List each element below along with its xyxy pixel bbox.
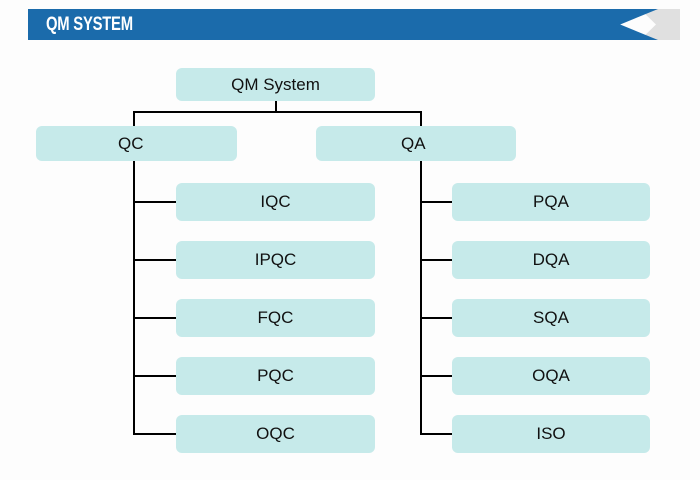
connector-elbow-oqc xyxy=(133,433,177,435)
connector-elbow-pqa xyxy=(420,201,453,203)
title-ribbon: QM SYSTEM xyxy=(28,9,680,40)
connector-root-stem xyxy=(275,101,277,113)
node-fqc[interactable]: FQC xyxy=(176,299,375,337)
connector-elbow-oqa xyxy=(420,375,453,377)
connector-elbow-pqc xyxy=(133,375,177,377)
connector-elbow-sqa xyxy=(420,317,453,319)
node-dqa[interactable]: DQA xyxy=(452,241,650,279)
connector-trunk-qc xyxy=(133,161,135,435)
connector-spine xyxy=(133,111,422,113)
connector-elbow-dqa xyxy=(420,259,453,261)
node-sqa[interactable]: SQA xyxy=(452,299,650,337)
ribbon-bar-shape xyxy=(28,9,658,40)
node-root[interactable]: QM System xyxy=(176,68,375,101)
node-pqa[interactable]: PQA xyxy=(452,183,650,221)
node-oqa[interactable]: OQA xyxy=(452,357,650,395)
node-qc[interactable]: QC xyxy=(36,126,237,161)
connector-elbow-iso xyxy=(420,433,453,435)
connector-elbow-fqc xyxy=(133,317,177,319)
connector-drop-qc xyxy=(133,111,135,127)
connector-elbow-iqc xyxy=(133,201,177,203)
connector-drop-qa xyxy=(420,111,422,127)
node-oqc[interactable]: OQC xyxy=(176,415,375,453)
connector-trunk-qa xyxy=(420,161,422,435)
node-pqc[interactable]: PQC xyxy=(176,357,375,395)
node-qa[interactable]: QA xyxy=(316,126,516,161)
page-title: QM SYSTEM xyxy=(46,14,133,35)
node-iqc[interactable]: IQC xyxy=(176,183,375,221)
node-ipqc[interactable]: IPQC xyxy=(176,241,375,279)
connector-elbow-ipqc xyxy=(133,259,177,261)
node-iso[interactable]: ISO xyxy=(452,415,650,453)
